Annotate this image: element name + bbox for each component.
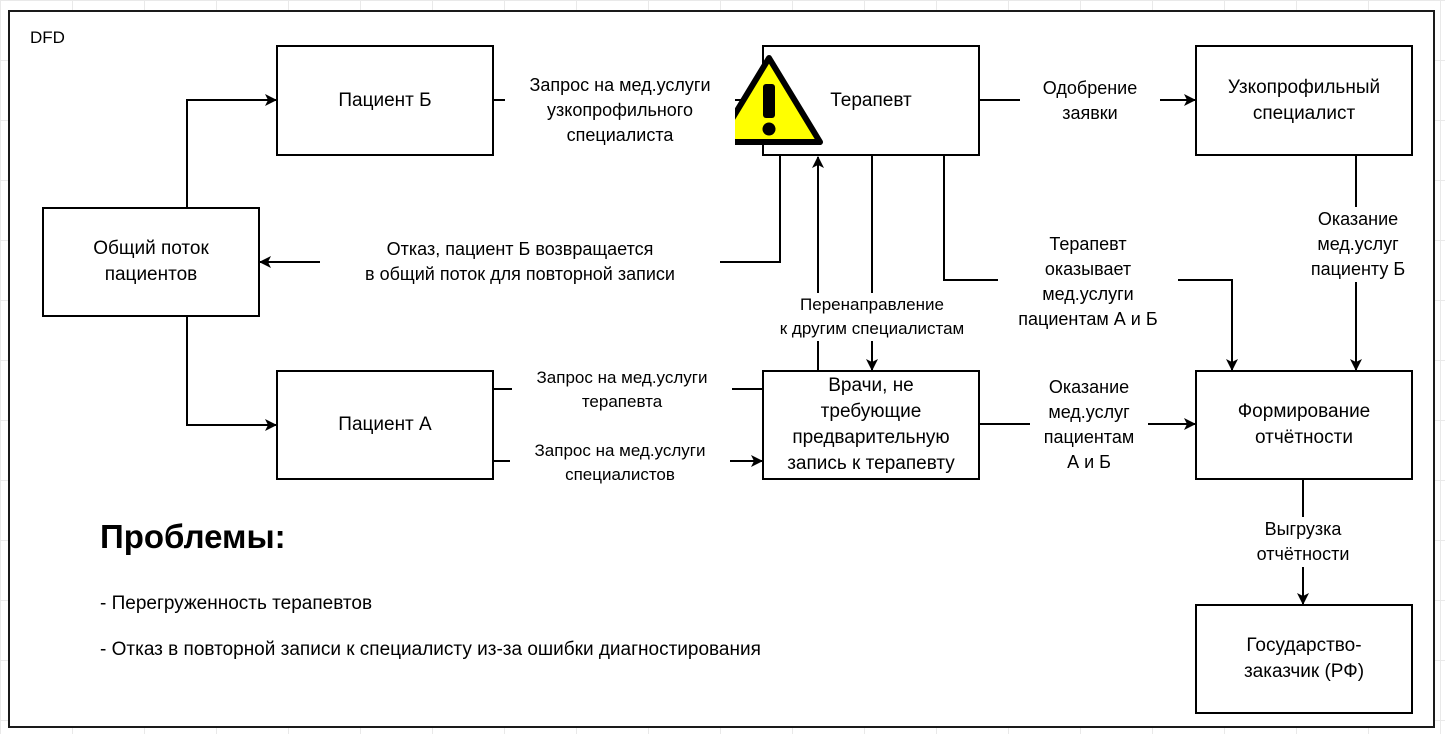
frame-label: DFD (30, 28, 65, 47)
node-patient-b: Пациент Б (276, 45, 494, 156)
edge-flow-to-patient-b (186, 94, 277, 207)
node-specialist: Узкопрофильный специалист (1195, 45, 1413, 156)
label-refusal: Отказ, пациент Б возвращается в общий по… (320, 237, 720, 287)
node-doctors: Врачи, не требующие предварительную запи… (762, 370, 980, 480)
label-a-to-therapist: Запрос на мед.услуги терапевта (512, 366, 732, 414)
node-general-flow: Общий поток пациентов (42, 207, 260, 317)
label-therapist-service: Терапевт оказывает мед.услуги пациентам … (998, 232, 1178, 332)
label-b-to-therapist: Запрос на мед.услуги узкопрофильного спе… (505, 73, 735, 148)
node-patient-a: Пациент А (276, 370, 494, 480)
node-state: Государство- заказчик (РФ) (1195, 604, 1413, 714)
label-export: Выгрузка отчётности (1235, 517, 1371, 567)
problem-item: - Перегруженность терапевтов (100, 593, 373, 614)
node-reporting: Формирование отчётности (1195, 370, 1413, 480)
label-approval: Одобрение заявки (1020, 76, 1160, 126)
edge-flow-to-patient-a (186, 316, 277, 431)
problem-item: - Отказ в повторной записи к специалисту… (100, 639, 761, 660)
problems-title: Проблемы: (100, 518, 286, 555)
label-specialist-service: Оказание мед.услуг пациенту Б (1296, 207, 1420, 282)
label-redirect: Перенаправление к другим специалистам (762, 293, 982, 341)
warning-triangle-icon (715, 55, 823, 145)
label-a-to-doctors: Запрос на мед.услуги специалистов (510, 439, 730, 487)
label-doctors-service: Оказание мед.услуг пациентам А и Б (1030, 375, 1148, 475)
